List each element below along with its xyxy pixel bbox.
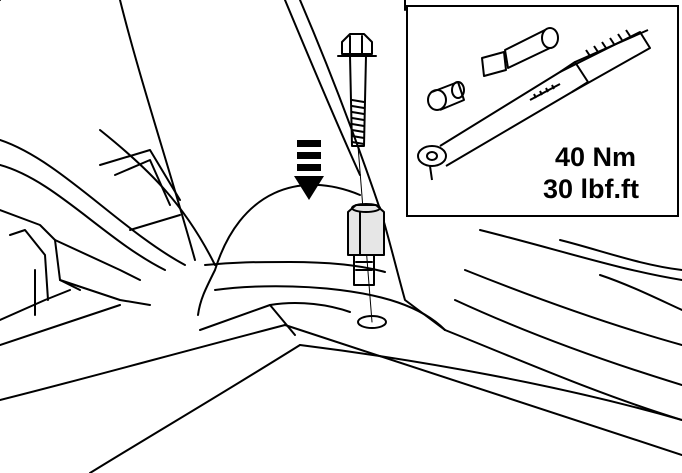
small-socket-icon xyxy=(427,81,465,111)
torque-inset: 40 Nm 30 lbf.ft xyxy=(406,5,679,217)
torque-metric: 40 Nm xyxy=(555,142,636,172)
torque-wrench-icon xyxy=(417,29,651,181)
socket-adapter xyxy=(347,203,385,286)
left-trim-panel xyxy=(0,149,181,346)
extension-socket-icon xyxy=(481,27,559,77)
bolt xyxy=(337,33,377,147)
torque-imperial: 30 lbf.ft xyxy=(543,174,639,204)
down-arrow-icon xyxy=(294,140,324,200)
